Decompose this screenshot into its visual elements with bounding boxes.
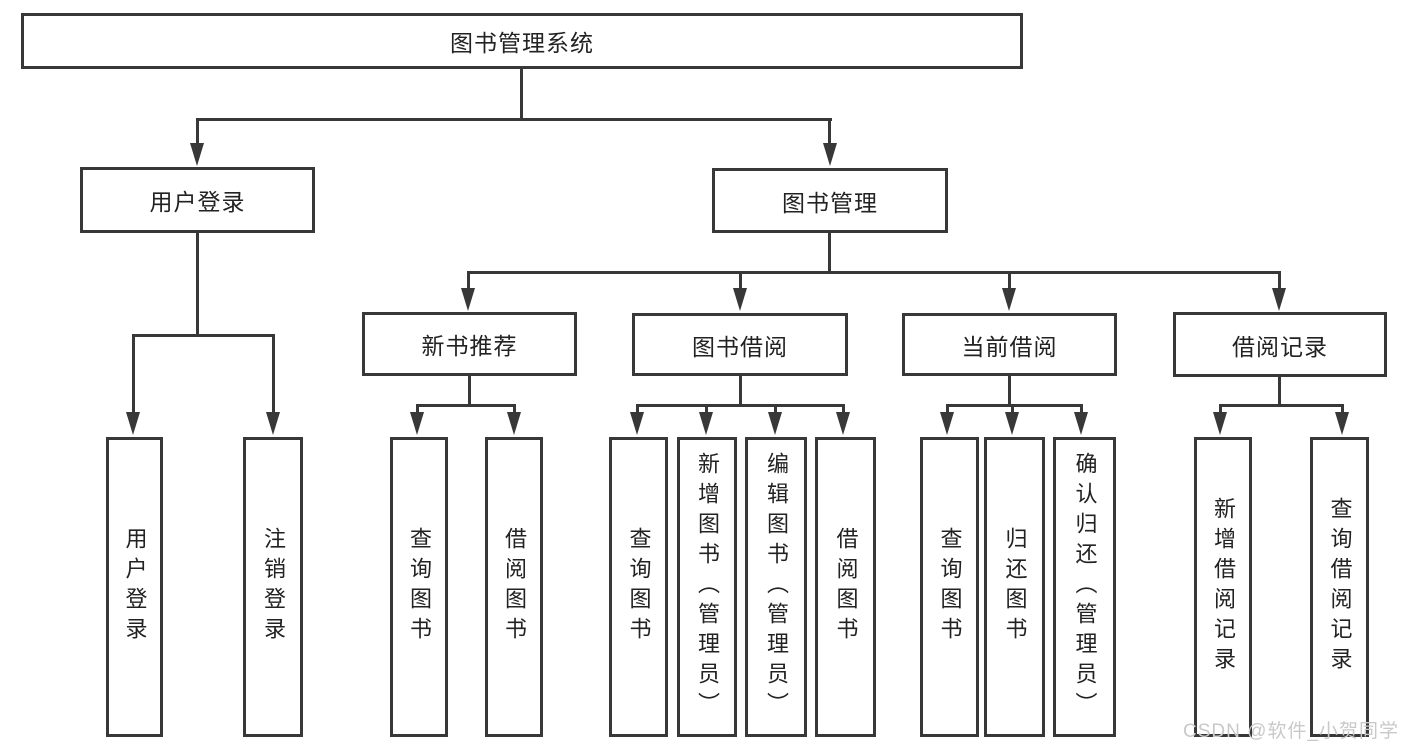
leaf-records-add-label: 新增借阅记录 xyxy=(1211,497,1236,677)
leaf-current-return-label: 归还图书 xyxy=(1002,527,1028,647)
connector-records-trunk xyxy=(1278,377,1281,407)
connector-borrowing-drop-2 xyxy=(705,404,708,413)
node-current: 当前借阅 xyxy=(902,313,1117,376)
connector-newbooks-bar xyxy=(416,404,516,407)
connector-records-drop-1 xyxy=(1219,404,1222,413)
connector-userlogin-drop-2 xyxy=(272,334,275,412)
leaf-logout: 注销登录 xyxy=(243,437,303,737)
connector-userlogin-bar xyxy=(132,334,275,337)
arrowhead-current-leaf-2 xyxy=(1005,412,1019,435)
leaf-borrowing-edit: 编辑图书（管理员） xyxy=(745,437,807,737)
node-book-mgmt: 图书管理 xyxy=(712,168,948,233)
node-records-label: 借阅记录 xyxy=(1232,333,1328,360)
leaf-records-add: 新增借阅记录 xyxy=(1194,437,1252,737)
connector-current-bar xyxy=(946,404,1083,407)
arrowhead-current-leaf-1 xyxy=(940,412,954,435)
arrowhead-records-leaf-2 xyxy=(1335,412,1349,435)
csdn-watermark: CSDN @软件_小贺同学 xyxy=(1183,721,1399,742)
leaf-newbooks-query-label: 查询图书 xyxy=(407,527,432,647)
arrowhead-borrowing xyxy=(733,288,747,311)
connector-newbooks-drop-2 xyxy=(513,404,516,413)
connector-records-bar xyxy=(1219,404,1344,407)
arrowhead-records xyxy=(1272,288,1286,311)
leaf-newbooks-borrow-label: 借阅图书 xyxy=(502,527,527,647)
leaf-current-return: 归还图书 xyxy=(984,437,1045,737)
leaf-borrowing-query: 查询图书 xyxy=(609,437,668,737)
arrowhead-newbooks-leaf-2 xyxy=(507,412,521,435)
arrowhead-borrowing-leaf-4 xyxy=(836,412,850,435)
connector-userlogin-drop-1 xyxy=(132,334,135,412)
connector-current-drop-2 xyxy=(1011,404,1014,413)
arrowhead-book-mgmt xyxy=(823,143,837,166)
arrowhead-newbooks-leaf-1 xyxy=(410,412,424,435)
leaf-borrowing-add: 新增图书（管理员） xyxy=(677,437,737,737)
arrowhead-borrowing-leaf-1 xyxy=(630,412,644,435)
arrowhead-userlogin-leaf-2 xyxy=(266,412,280,435)
connector-bookmgmt-drop-2 xyxy=(739,271,742,288)
connector-borrowing-drop-4 xyxy=(842,404,845,413)
arrowhead-borrowing-leaf-3 xyxy=(768,412,782,435)
node-user-login: 用户登录 xyxy=(80,167,315,233)
connector-root-drop-left xyxy=(196,118,199,146)
connector-borrowing-trunk xyxy=(739,376,742,407)
leaf-current-query-label: 查询图书 xyxy=(937,527,963,647)
node-root-label: 图书管理系统 xyxy=(450,30,594,56)
connector-current-drop-3 xyxy=(1080,404,1083,413)
connector-current-drop-1 xyxy=(946,404,949,413)
arrowhead-records-leaf-1 xyxy=(1213,412,1227,435)
node-user-login-label: 用户登录 xyxy=(149,189,246,215)
leaf-user-login: 用户登录 xyxy=(106,437,163,737)
leaf-current-confirm-return: 确认归还（管理员） xyxy=(1053,437,1116,737)
arrowhead-current-leaf-3 xyxy=(1074,412,1088,435)
arrowhead-new-books xyxy=(461,288,475,311)
connector-current-trunk xyxy=(1008,376,1011,407)
connector-borrowing-drop-1 xyxy=(636,404,639,413)
connector-newbooks-drop-1 xyxy=(416,404,419,413)
leaf-current-query: 查询图书 xyxy=(920,437,979,737)
connector-bookmgmt-drop-1 xyxy=(467,271,470,288)
connector-root-trunk xyxy=(520,69,523,119)
connector-root-drop-right xyxy=(828,118,831,146)
leaf-borrowing-borrow-label: 借阅图书 xyxy=(833,527,859,647)
arrowhead-userlogin-leaf-1 xyxy=(126,412,140,435)
connector-bookmgmt-trunk xyxy=(828,233,831,274)
node-borrowing-label: 图书借阅 xyxy=(692,333,788,360)
arrowhead-user-login xyxy=(190,143,204,166)
connector-records-drop-2 xyxy=(1341,404,1344,413)
connector-bookmgmt-bar xyxy=(467,271,1281,274)
node-current-label: 当前借阅 xyxy=(961,333,1058,360)
connector-userlogin-trunk xyxy=(196,233,199,336)
node-new-books: 新书推荐 xyxy=(362,312,577,376)
arrowhead-borrowing-leaf-2 xyxy=(699,412,713,435)
leaf-records-query-label: 查询借阅记录 xyxy=(1327,497,1353,677)
node-root-system: 图书管理系统 xyxy=(21,13,1023,69)
leaf-current-confirm-return-label: 确认归还（管理员） xyxy=(1072,452,1098,722)
connector-bookmgmt-drop-4 xyxy=(1278,271,1281,288)
leaf-user-login-label: 用户登录 xyxy=(122,527,148,647)
connector-borrowing-bar xyxy=(636,404,845,407)
leaf-records-query: 查询借阅记录 xyxy=(1310,437,1369,737)
node-book-mgmt-label: 图书管理 xyxy=(782,189,878,216)
connector-root-bar xyxy=(196,118,832,121)
leaf-newbooks-query: 查询图书 xyxy=(390,437,448,737)
leaf-borrowing-query-label: 查询图书 xyxy=(626,527,652,647)
connector-borrowing-drop-3 xyxy=(774,404,777,413)
node-new-books-label: 新书推荐 xyxy=(421,333,518,359)
leaf-borrowing-borrow: 借阅图书 xyxy=(815,437,876,737)
leaf-newbooks-borrow: 借阅图书 xyxy=(485,437,543,737)
leaf-borrowing-add-label: 新增图书（管理员） xyxy=(695,452,720,722)
arrowhead-current xyxy=(1002,288,1016,311)
connector-bookmgmt-drop-3 xyxy=(1008,271,1011,288)
connector-newbooks-trunk xyxy=(468,376,471,407)
node-records: 借阅记录 xyxy=(1173,312,1387,377)
leaf-borrowing-edit-label: 编辑图书（管理员） xyxy=(764,452,789,722)
leaf-logout-label: 注销登录 xyxy=(261,527,286,647)
node-borrowing: 图书借阅 xyxy=(632,313,848,376)
